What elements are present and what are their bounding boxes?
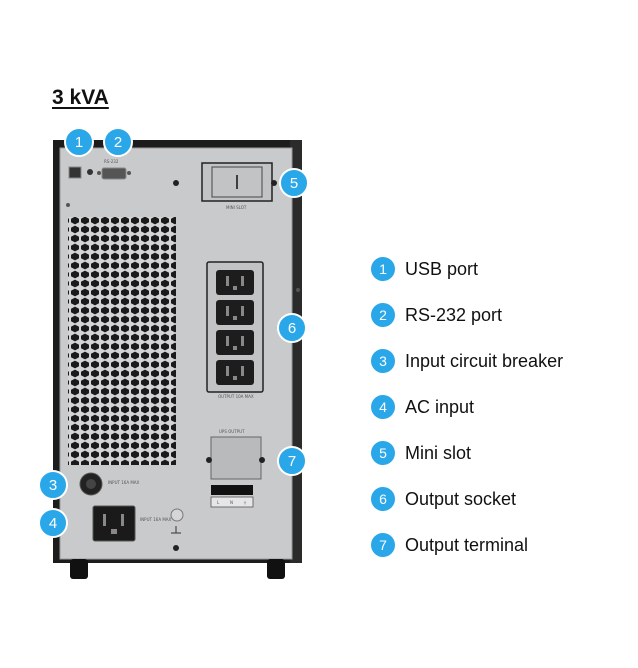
- rs232-text: RS-232: [104, 159, 119, 164]
- legend-item-input-circuit-breaker: 3 Input circuit breaker: [371, 346, 563, 376]
- legend-label: AC input: [405, 396, 475, 417]
- terminal-n: N: [230, 500, 233, 505]
- legend-item-rs232-port: 2 RS-232 port: [371, 300, 502, 330]
- legend-number: 6: [371, 487, 395, 511]
- callout-badge-4: 4: [38, 508, 68, 538]
- legend-number: 5: [371, 441, 395, 465]
- legend-label: USB port: [405, 258, 479, 279]
- usb-port: [68, 166, 93, 179]
- callout-badge-2: 2: [103, 127, 133, 157]
- callout-badge-6: 6: [277, 313, 307, 343]
- legend-number: 3: [371, 349, 395, 373]
- legend-label: RS-232 port: [405, 304, 503, 325]
- legend-number: 7: [371, 533, 395, 557]
- ground-screw: [170, 508, 184, 534]
- legend-item-output-socket: 6 Output socket: [371, 484, 516, 514]
- ac-input-text: INPUT 16A MAX: [140, 517, 172, 522]
- callout-badge-5: 5: [279, 168, 309, 198]
- page-title: 3 kVA: [52, 86, 109, 109]
- terminal-l: L: [217, 500, 220, 505]
- ventilation-grille: [68, 217, 176, 465]
- output-terminal: UPS OUTPUT L N ⏚: [206, 429, 265, 508]
- callout-badge-1: 1: [64, 127, 94, 157]
- callout-badge-7: 7: [277, 446, 307, 476]
- mini-slot: MINI SLOT: [173, 162, 277, 210]
- output-socket-panel: OUTPUT 10A MAX: [206, 261, 264, 399]
- left-foot: [70, 559, 88, 579]
- ups-output-text: UPS OUTPUT: [219, 429, 245, 434]
- legend-number: 4: [371, 395, 395, 419]
- legend-item-mini-slot: 5 Mini slot: [371, 438, 471, 468]
- terminal-g: ⏚: [243, 499, 247, 505]
- legend-label: Mini slot: [405, 442, 472, 463]
- legend-label: Output terminal: [405, 534, 529, 555]
- rs232-port: RS-232: [97, 159, 131, 180]
- callout-badge-3: 3: [38, 470, 68, 500]
- legend-number: 1: [371, 257, 395, 281]
- legend-label: Input circuit breaker: [405, 350, 564, 371]
- legend-label: Output socket: [405, 488, 517, 509]
- output-socket-text: OUTPUT 10A MAX: [218, 394, 254, 399]
- legend-item-output-terminal: 7 Output terminal: [371, 530, 528, 560]
- right-foot: [267, 559, 285, 579]
- mini-slot-text: MINI SLOT: [226, 205, 247, 210]
- input-circuit-breaker: INPUT 16A MAX: [79, 472, 140, 496]
- legend-item-usb-port: 1 USB port: [371, 254, 478, 284]
- legend-item-ac-input: 4 AC input: [371, 392, 474, 422]
- legend-number: 2: [371, 303, 395, 327]
- breaker-text: INPUT 16A MAX: [108, 480, 140, 485]
- ac-input-socket: INPUT 16A MAX: [92, 505, 172, 542]
